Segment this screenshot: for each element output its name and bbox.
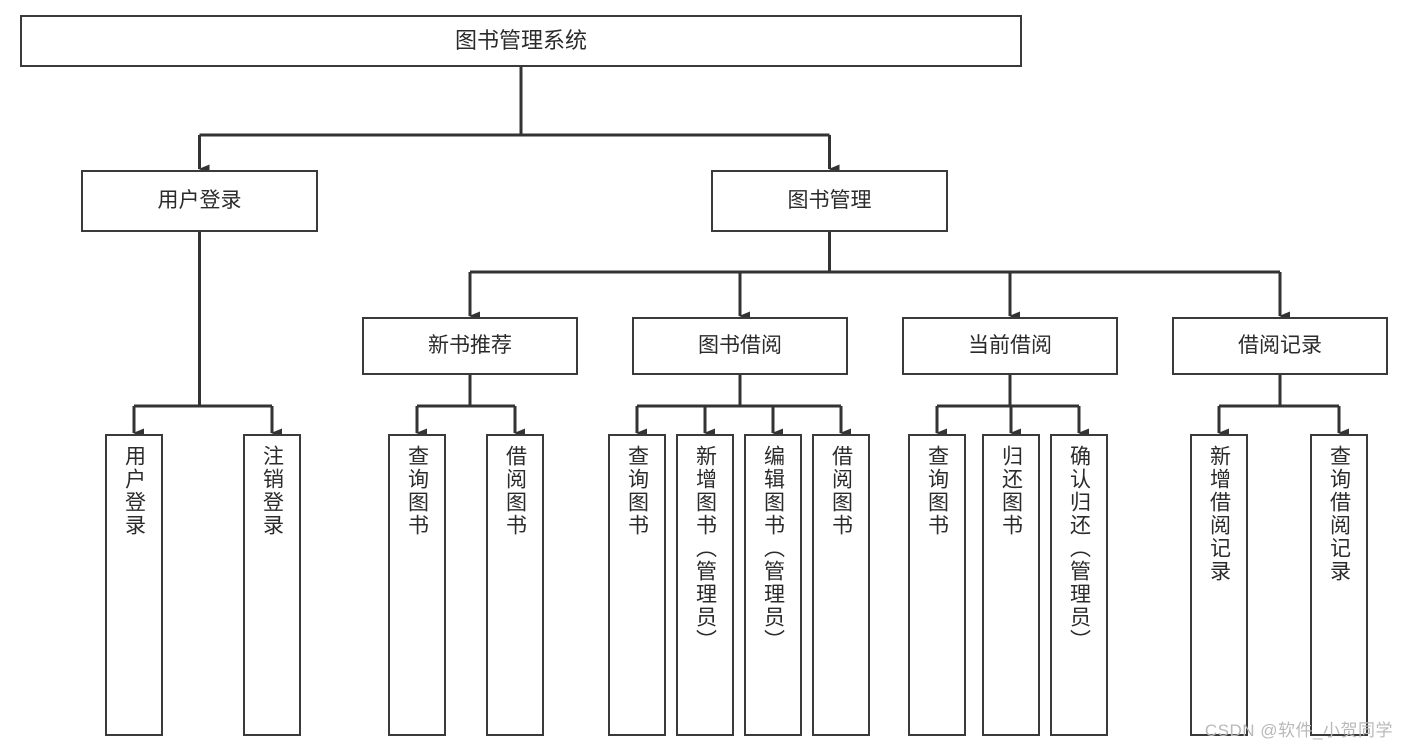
node-leaf-confirm-return-admin[interactable]: 确认归还（管理员） <box>1050 434 1108 736</box>
node-leaf-edit-book-admin[interactable]: 编辑图书（管理员） <box>744 434 802 736</box>
node-label: 查询图书 <box>405 445 429 537</box>
node-label: 借阅图书 <box>503 445 527 537</box>
node-user-login[interactable]: 用户登录 <box>81 170 318 232</box>
node-label: 注销登录 <box>260 445 284 537</box>
node-label: 新增借阅记录 <box>1207 445 1231 583</box>
node-label: 确认归还（管理员） <box>1067 445 1091 652</box>
node-leaf-add-book-admin[interactable]: 新增图书（管理员） <box>676 434 734 736</box>
node-leaf-query-borrow-record[interactable]: 查询借阅记录 <box>1310 434 1368 736</box>
node-root[interactable]: 图书管理系统 <box>20 15 1022 67</box>
node-leaf-user-login[interactable]: 用户登录 <box>105 434 163 736</box>
node-new-book-recommend[interactable]: 新书推荐 <box>362 317 578 375</box>
node-label: 编辑图书（管理员） <box>761 445 785 652</box>
node-label: 借阅记录 <box>1238 333 1322 357</box>
node-label: 查询图书 <box>625 445 649 537</box>
node-label: 用户登录 <box>122 445 146 537</box>
node-label: 图书管理系统 <box>454 28 587 54</box>
node-leaf-borrow-book-rec[interactable]: 借阅图书 <box>486 434 544 736</box>
node-borrow-records[interactable]: 借阅记录 <box>1172 317 1388 375</box>
node-leaf-logout[interactable]: 注销登录 <box>243 434 301 736</box>
node-leaf-add-borrow-record[interactable]: 新增借阅记录 <box>1190 434 1248 736</box>
node-label: 图书借阅 <box>698 333 782 357</box>
node-label: 用户登录 <box>157 188 242 212</box>
node-label: 借阅图书 <box>829 445 853 537</box>
node-leaf-query-book-rec[interactable]: 查询图书 <box>388 434 446 736</box>
node-leaf-borrow-book[interactable]: 借阅图书 <box>812 434 870 736</box>
node-leaf-return-book[interactable]: 归还图书 <box>982 434 1040 736</box>
node-current-borrow[interactable]: 当前借阅 <box>902 317 1118 375</box>
node-label: 新增图书（管理员） <box>693 445 717 652</box>
watermark-text: CSDN @软件_小贺同学 <box>1204 721 1393 740</box>
node-label: 图书管理 <box>787 188 872 212</box>
node-label: 新书推荐 <box>428 333 512 357</box>
node-book-management[interactable]: 图书管理 <box>711 170 948 232</box>
node-label: 归还图书 <box>999 445 1023 537</box>
node-book-borrow[interactable]: 图书借阅 <box>632 317 848 375</box>
node-label: 查询图书 <box>925 445 949 537</box>
node-leaf-query-book-borrow[interactable]: 查询图书 <box>608 434 666 736</box>
node-label: 当前借阅 <box>968 333 1052 357</box>
node-label: 查询借阅记录 <box>1327 445 1351 583</box>
node-leaf-query-book-current[interactable]: 查询图书 <box>908 434 966 736</box>
